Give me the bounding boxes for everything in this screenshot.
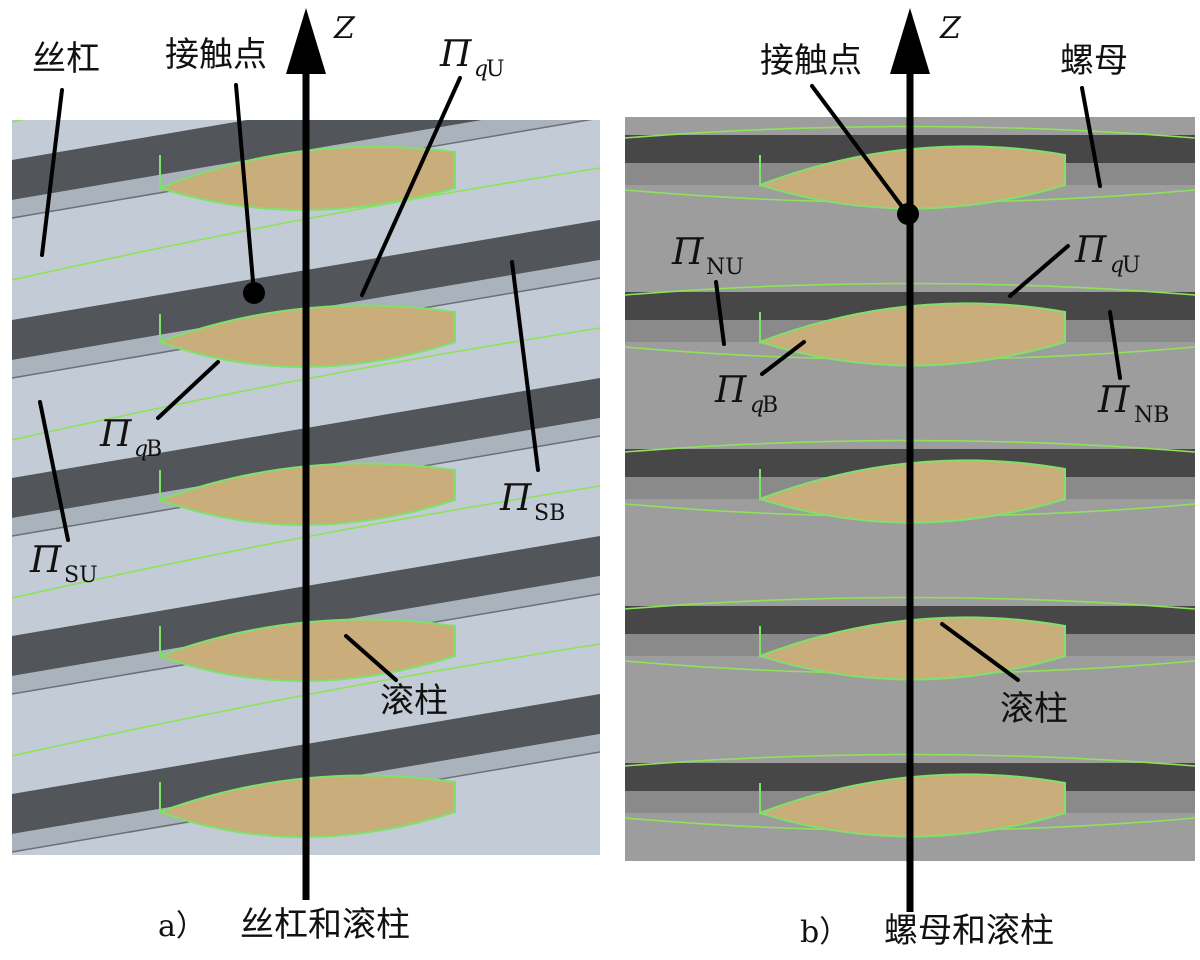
svg-text:Π: Π — [671, 232, 704, 273]
label-roller: 滚柱 — [1000, 689, 1068, 729]
svg-text:Π: Π — [714, 370, 747, 411]
label-pi-qB: Π q B — [99, 414, 162, 462]
svg-text:Π: Π — [439, 34, 472, 75]
axis-label-z: Z — [333, 11, 356, 46]
caption-text-b: 螺母和滚柱 — [884, 911, 1054, 951]
label-roller: 滚柱 — [380, 681, 448, 721]
panel-a: Z 丝杠 接触点 滚柱 Π q U Π q B Π SB Π SU — [12, 8, 600, 945]
svg-text:SB: SB — [534, 501, 565, 526]
label-contact-point: 接触点 — [165, 35, 267, 75]
svg-text:NU: NU — [706, 255, 744, 280]
label-pi-NU: Π NU — [671, 232, 744, 280]
svg-text:Π: Π — [499, 478, 532, 519]
caption-letter-b: b） — [800, 915, 849, 950]
label-pi-SU: Π SU — [29, 540, 98, 588]
svg-text:U: U — [486, 57, 505, 82]
label-pi-qU: Π q U — [439, 34, 505, 82]
label-pi-NB: Π NB — [1097, 380, 1169, 428]
caption-letter-a: a） — [158, 909, 206, 944]
label-contact-point: 接触点 — [760, 41, 862, 81]
caption-text-a: 丝杠和滚柱 — [240, 905, 410, 945]
svg-text:B: B — [762, 393, 778, 418]
label-pi-qB: Π q B — [714, 370, 778, 418]
contact-point-marker — [897, 203, 919, 225]
svg-text:q: q — [134, 437, 148, 462]
svg-text:q: q — [1110, 253, 1124, 278]
label-screw: 丝杠 — [32, 39, 100, 79]
label-pi-qU: Π q U — [1074, 230, 1141, 278]
svg-text:Π: Π — [1074, 230, 1107, 271]
label-nut: 螺母 — [1060, 41, 1128, 81]
svg-text:SU: SU — [64, 563, 98, 588]
svg-text:B: B — [146, 437, 162, 462]
svg-text:NB: NB — [1134, 403, 1169, 428]
rollers-b — [759, 145, 1066, 838]
svg-text:q: q — [474, 57, 488, 82]
panel-b: Z 接触点 螺母 滚柱 Π NU Π q U Π q B Π NB — [625, 8, 1195, 951]
svg-text:Π: Π — [1097, 380, 1130, 421]
contact-point-marker — [243, 282, 265, 304]
svg-text:U: U — [1122, 253, 1141, 278]
label-pi-SB: Π SB — [499, 478, 565, 526]
svg-text:q: q — [750, 393, 764, 418]
svg-text:Π: Π — [99, 414, 132, 455]
z-axis-a: Z — [286, 8, 356, 900]
svg-text:Π: Π — [29, 540, 62, 581]
axis-label-z: Z — [939, 11, 962, 46]
